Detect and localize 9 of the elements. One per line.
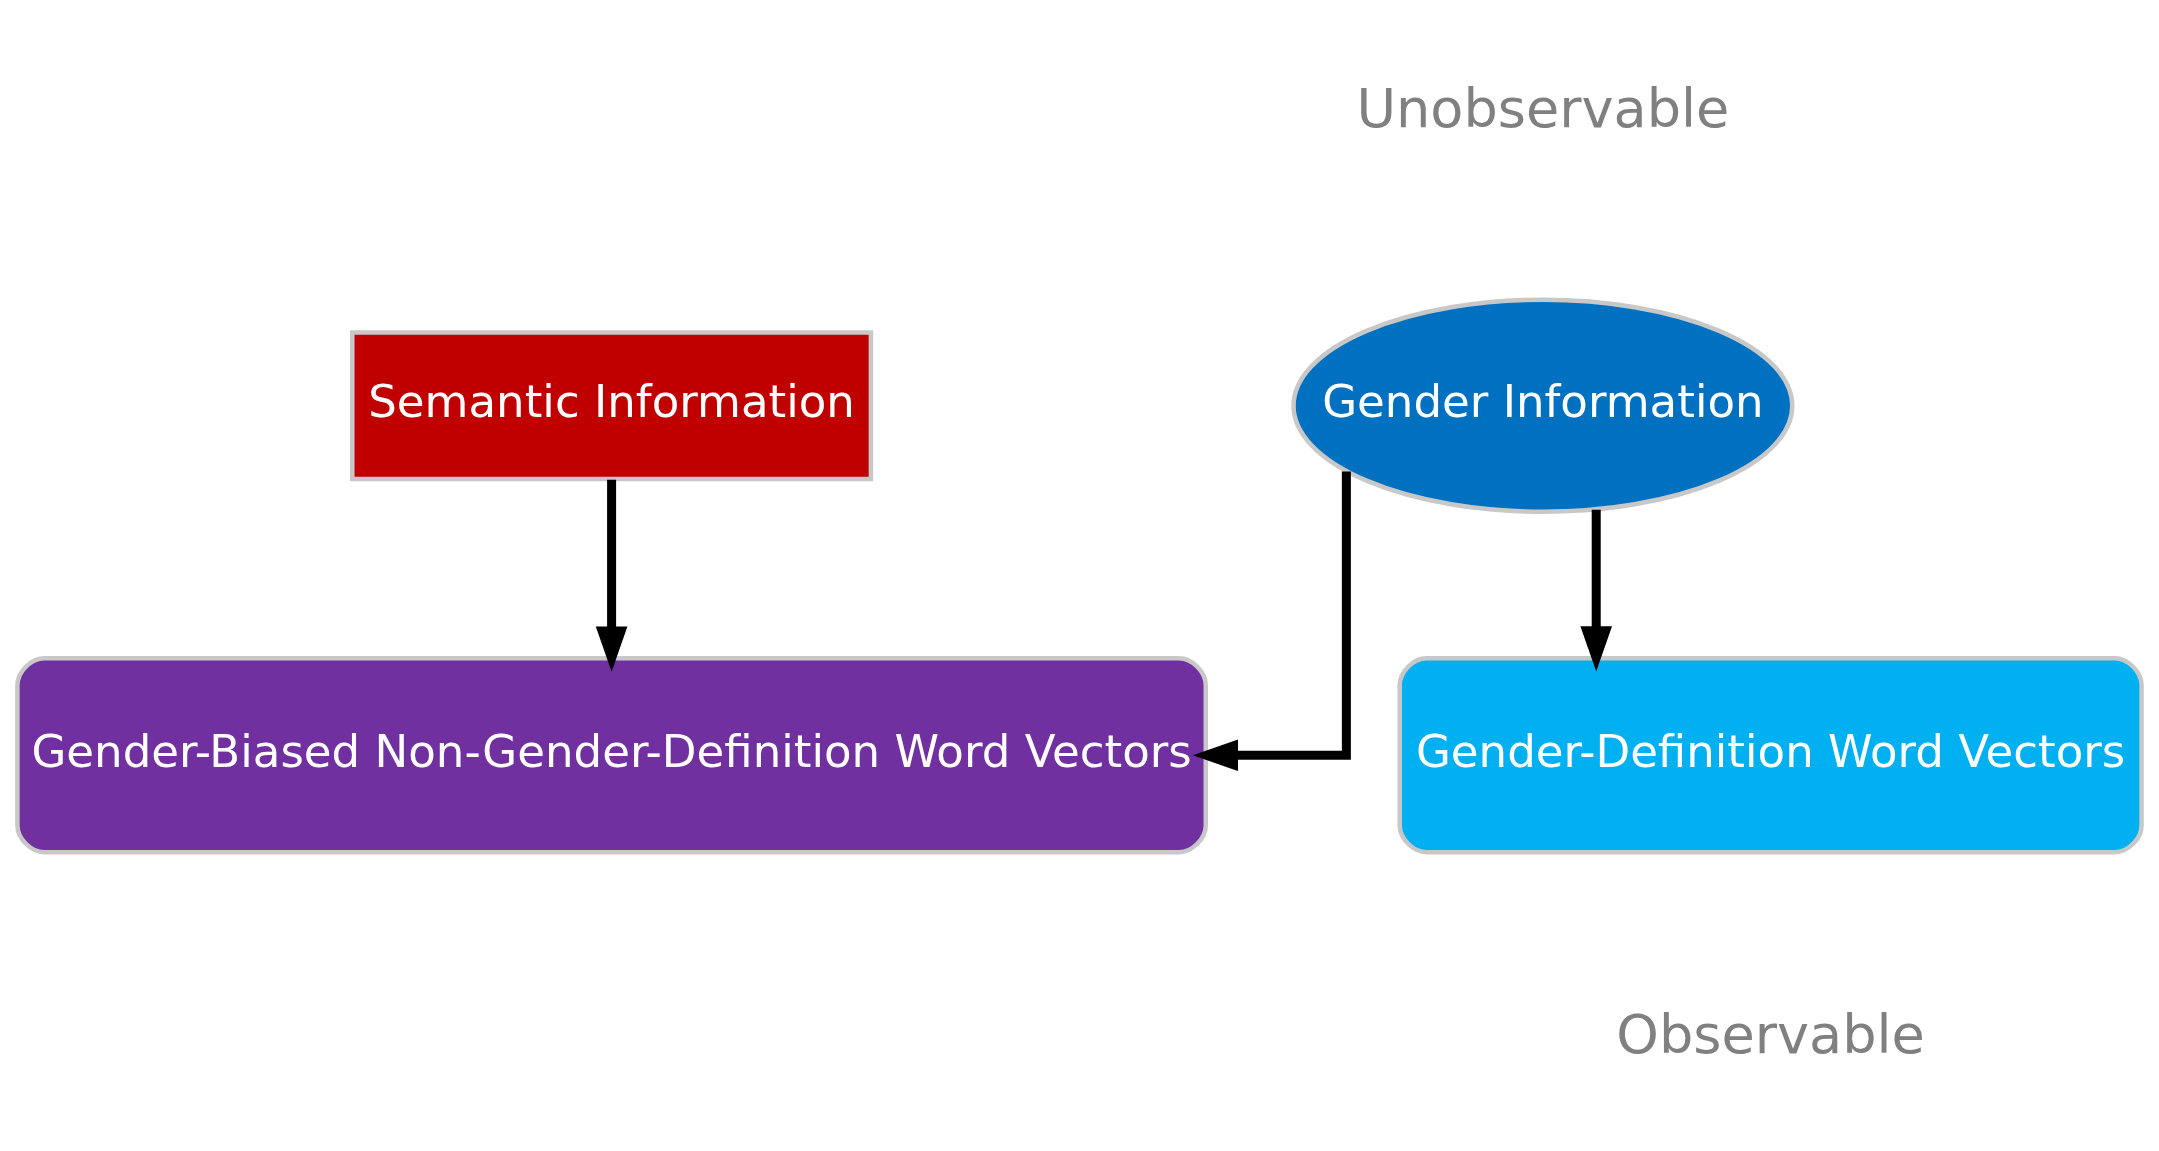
arrow [595, 479, 628, 672]
node-ellipse: Gender Information [1291, 297, 1795, 514]
arrow [1192, 471, 1351, 771]
arrow [1580, 509, 1613, 671]
label: Observable [1616, 1002, 1925, 1066]
node-box: Gender-Biased Non-Gender-Definition Word Vectors [15, 655, 1209, 854]
node-box: Semantic Information [350, 329, 874, 481]
node-box: Gender-Definition Word Vectors [1397, 655, 2144, 854]
label: Unobservable [1356, 76, 1730, 140]
